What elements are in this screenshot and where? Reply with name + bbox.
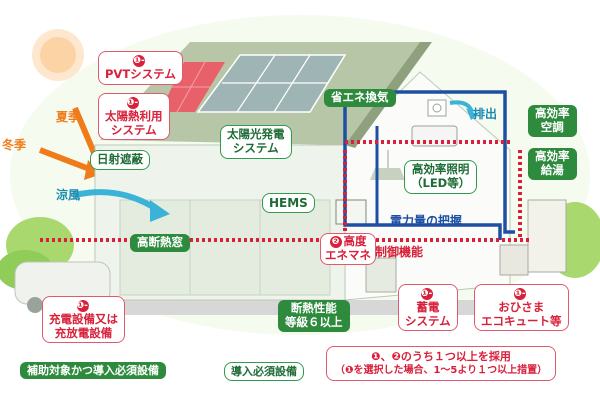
label-sun-shading: 日射遮蔽 <box>90 150 150 170</box>
solar-thermal-line2: システム <box>110 122 157 137</box>
winter-sun-arrow <box>38 147 94 173</box>
ventilation-fan-icon <box>427 99 447 117</box>
insulation-line1: 断熱性能 <box>290 301 337 315</box>
exhaust-arrow <box>449 100 474 113</box>
lamp-icon <box>370 168 405 180</box>
label-power-monitoring: 電力量の把握 <box>390 214 463 228</box>
pvt-text: PVTシステム <box>105 66 176 81</box>
charging-line1: 充電設備又は <box>49 311 118 326</box>
label-pv-system: 太陽光発電 システム <box>220 125 292 159</box>
label-energy-saving-ventilation: 省エネ換気 <box>324 89 396 107</box>
water-line1: 高効率 <box>535 149 570 163</box>
blue-control-line <box>345 90 515 234</box>
legend-subsidy-required: 補助対象かつ導入必須設備 <box>20 362 166 380</box>
ohisama-line1: おひさま <box>498 299 545 314</box>
ene-mane-line1: 高度 <box>343 234 367 248</box>
ac-line1: 高効率 <box>535 106 570 120</box>
label-winter: 冬季 <box>2 138 27 152</box>
lighting-line1: 高効率照明 <box>411 162 470 176</box>
legend-note: ❶、❷のうち１つ以上を採用 （❶を選択した場合、1〜5より１つ以上措置） <box>326 346 557 382</box>
lighting-line2: （LED等） <box>411 175 471 190</box>
ac-line2: 空調 <box>540 119 564 134</box>
cool-breeze-arrowhead <box>150 200 170 222</box>
solar-thermal-line1: 太陽熱利用 <box>105 108 163 123</box>
label-high-efficiency-lighting: 高効率照明 （LED等） <box>404 160 478 194</box>
ene-mane-line2: エネマネ <box>325 247 371 262</box>
label-solar-thermal: ❶-3 太陽熱利用 システム <box>98 93 170 141</box>
label-high-insulation-window: 高断熱窓 <box>130 234 190 252</box>
label-pvt-system: ❶-2 PVTシステム <box>98 51 183 85</box>
label-hems: HEMS <box>262 193 315 214</box>
car-wheel <box>27 297 43 313</box>
water-heater-tank <box>527 199 567 273</box>
heat-pump-unit <box>499 244 529 276</box>
legend-required: 導入必須設備 <box>224 362 304 382</box>
ene-mane-number: ❷ <box>329 236 342 248</box>
ohisama-number: ❶-4 <box>514 288 532 300</box>
exhaust-arrowhead <box>466 108 478 120</box>
label-control-function: 制御機能 <box>375 245 424 259</box>
ohisama-line2: エコキュート等 <box>481 313 562 328</box>
charging-line2: 充放電設備 <box>54 325 113 340</box>
label-summer: 夏季 <box>56 110 81 124</box>
charging-number: ❶-5 <box>76 300 95 312</box>
label-exhaust: 排出 <box>473 107 498 121</box>
label-charging-equipment: ❶-5 充電設備又は 充放電設備 <box>42 296 125 344</box>
hems-monitor-icon <box>335 199 367 225</box>
battery-number: ❶-1 <box>420 288 439 300</box>
solar-thermal-number: ❶-3 <box>126 97 145 109</box>
note-line2: （❶を選択した場合、1〜5より１つ以上措置） <box>335 365 548 377</box>
pvt-number: ❶-2 <box>133 55 152 67</box>
battery-line2: システム <box>405 313 451 328</box>
note-line1: ❶、❷のうち１つ以上を採用 <box>371 350 511 363</box>
label-high-efficiency-ac: 高効率 空調 <box>528 105 577 137</box>
label-ohisama-ecocute: ❶-4 おひさま エコキュート等 <box>474 284 569 332</box>
pv-line2: システム <box>232 140 279 155</box>
battery-line1: 蓄電 <box>416 299 440 314</box>
label-insulation-grade: 断熱性能 等級６以上 <box>278 300 350 332</box>
pv-line1: 太陽光発電 <box>227 127 285 141</box>
water-line2: 給湯 <box>540 162 564 177</box>
sun-icon <box>40 37 76 73</box>
insulation-line2: 等級６以上 <box>285 314 343 329</box>
label-cool-breeze: 涼風 <box>56 188 81 202</box>
fan-blade <box>432 103 442 113</box>
label-high-efficiency-water-heater: 高効率 給湯 <box>528 148 577 180</box>
label-storage-battery: ❶-1 蓄電 システム <box>398 284 458 332</box>
